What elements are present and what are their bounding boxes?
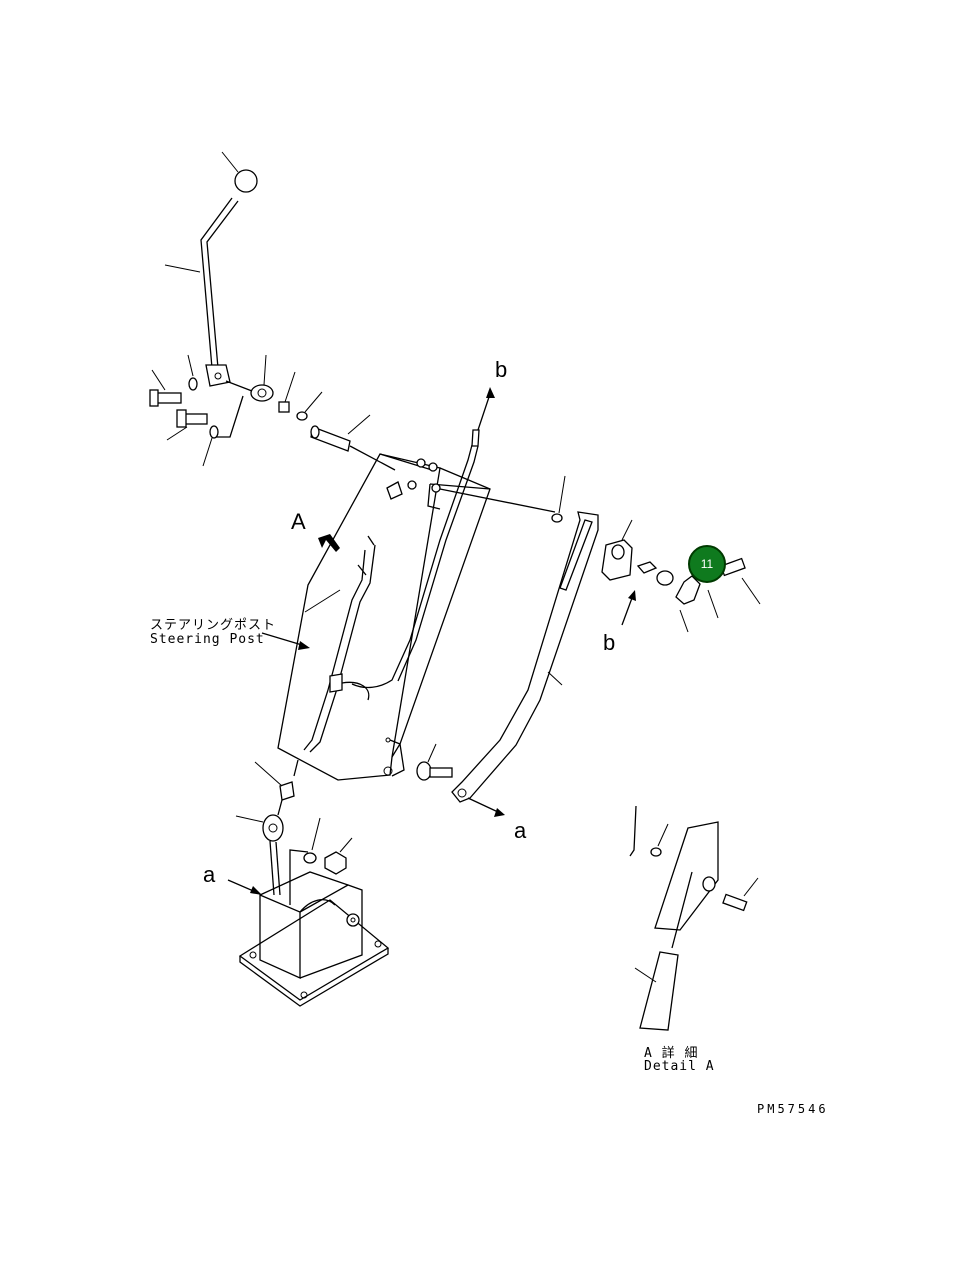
steering-post — [277, 453, 491, 781]
lever-arm — [439, 475, 599, 817]
control-cable — [351, 387, 495, 689]
view-arrow-icon — [318, 534, 340, 552]
arrow-a-left-label: a — [203, 862, 216, 887]
link-rod — [293, 535, 376, 777]
callout-number: 11 — [700, 557, 714, 571]
upper-left-fasteners — [149, 354, 323, 467]
part-callout-11[interactable]: 11 — [688, 545, 726, 583]
lever-knob — [221, 151, 258, 193]
pivot-bolt — [416, 743, 453, 781]
arrow-b-top-label: b — [495, 357, 508, 382]
rod-end-upper — [310, 414, 396, 471]
lower-linkage — [227, 761, 390, 1007]
shift-lever — [164, 197, 239, 387]
detail-a-jp-label: A 詳 細 — [644, 1046, 699, 1061]
steering-post-jp-label: ステアリングポスト — [150, 618, 277, 633]
drawing-code: PM57546 — [757, 1102, 829, 1116]
detail-a-view — [629, 805, 759, 1031]
view-a-label: A — [291, 509, 306, 534]
arrow-a-right-label: a — [514, 818, 527, 843]
steering-post-en-label: Steering Post — [150, 632, 265, 647]
arrow-b-side-label: b — [603, 630, 616, 655]
detail-a-en-label: Detail A — [644, 1059, 715, 1074]
right-fasteners — [601, 519, 761, 633]
